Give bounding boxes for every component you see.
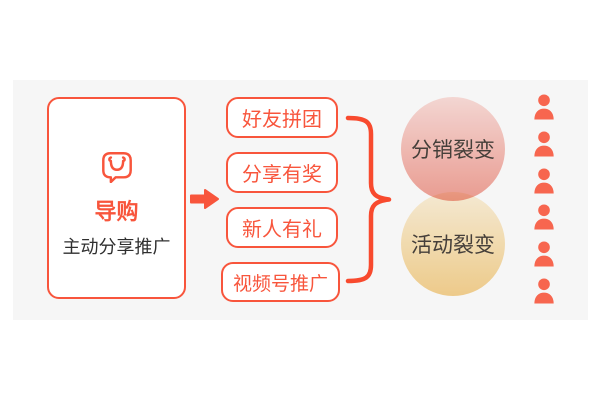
person-icon [531,93,556,120]
person-icon [531,130,556,157]
person-icon [531,240,556,267]
strategy-box-newcomer-gift: 新人有礼 [226,207,338,248]
person-icon [531,167,556,194]
strategy-box-share-reward: 分享有奖 [226,152,338,193]
strategy-box-group-buying: 好友拼团 [226,97,338,138]
shopping-bag-smile-icon [101,152,132,183]
person-icon [531,277,556,304]
source-card: 导购 主动分享推广 [47,97,186,299]
source-card-title: 导购 [94,199,139,224]
source-card-subtitle: 主动分享推广 [62,237,171,257]
outcome-circle-distribution-fission: 分销裂变 [401,97,505,201]
person-icon [531,203,556,230]
diagram-panel: 导购 主动分享推广 好友拼团 分享有奖 新人有礼 视频号推广 分销裂变 活动裂变 [13,80,588,320]
audience-column [530,93,556,304]
right-arrow-icon [190,189,219,209]
curly-brace-icon [345,115,392,284]
outcome-label: 分销裂变 [411,139,495,162]
outcome-circle-activity-fission: 活动裂变 [401,192,505,296]
outcome-label: 活动裂变 [411,234,495,257]
strategy-box-video-promo: 视频号推广 [221,262,340,302]
